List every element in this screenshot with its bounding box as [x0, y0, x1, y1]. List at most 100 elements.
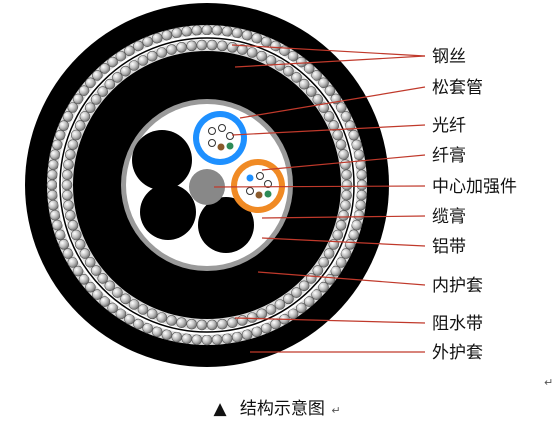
- leader-aluminum-tape: [261, 237, 426, 247]
- steel-wire: [99, 63, 111, 74]
- steel-wire: [231, 331, 243, 343]
- steel-wire: [348, 229, 360, 241]
- steel-wire: [133, 40, 144, 52]
- leader-central-strength-member: [213, 185, 426, 188]
- steel-wire: [92, 289, 103, 300]
- leader-fiber-gel: [261, 154, 426, 171]
- leader-cable-filler: [261, 215, 426, 219]
- steel-wire: [312, 94, 324, 105]
- steel-wire: [283, 65, 294, 77]
- steel-wire: [115, 308, 127, 320]
- steel-wire: [133, 318, 144, 330]
- steel-wire: [261, 36, 272, 48]
- steel-wire: [161, 29, 173, 41]
- steel-wire: [324, 85, 336, 96]
- steel-wire: [335, 102, 347, 113]
- steel-wire: [186, 318, 197, 330]
- steel-wire: [270, 318, 281, 330]
- fiber: [217, 143, 225, 151]
- steel-wire: [227, 317, 238, 328]
- fiber-gel-orange: [237, 165, 279, 207]
- steel-wire: [196, 39, 208, 51]
- steel-wire: [338, 210, 349, 221]
- steel-wire: [318, 256, 330, 268]
- steel-wire: [323, 111, 335, 122]
- steel-wire: [261, 322, 272, 334]
- steel-wire: [305, 86, 317, 97]
- steel-wire: [211, 334, 223, 345]
- steel-wire: [78, 274, 90, 285]
- steel-wire: [63, 159, 74, 170]
- outer-steel-wires: [46, 24, 368, 346]
- steel-wire: [251, 326, 263, 338]
- steel-wire: [112, 72, 123, 83]
- steel-wire: [296, 302, 307, 314]
- steel-wire: [47, 189, 58, 201]
- steel-wire: [287, 50, 299, 62]
- steel-wire: [274, 60, 286, 71]
- steel-wire: [128, 60, 140, 71]
- steel-wire: [335, 139, 347, 150]
- steel-wire: [181, 26, 193, 37]
- paragraph-mark: ↵: [544, 376, 554, 389]
- steel-wire: [237, 44, 248, 55]
- steel-wire: [201, 334, 213, 346]
- steel-wire: [312, 265, 324, 276]
- steel-wire: [62, 189, 73, 201]
- label-central-strength-member: 中心加强件: [432, 177, 517, 197]
- cable-cross-section-diagram: 钢丝 松套管 光纤 纤膏 中心加强件 缆膏 铝带 内护套 阻水带 外护套: [25, 3, 517, 367]
- steel-wire: [70, 129, 82, 141]
- steel-wire: [296, 56, 307, 68]
- steel-wire: [356, 169, 367, 181]
- steel-wire: [146, 308, 158, 320]
- steel-wire: [283, 293, 294, 305]
- steel-wire: [251, 32, 263, 44]
- label-inner-sheath: 内护套: [432, 276, 483, 296]
- steel-wire: [356, 189, 367, 201]
- steel-wire: [84, 256, 96, 268]
- steel-wire: [318, 77, 329, 89]
- filler-rod: [198, 197, 254, 253]
- steel-wire: [67, 220, 79, 231]
- leader-water-blocking-tape: [234, 317, 426, 324]
- steel-wire: [237, 315, 248, 326]
- steel-wire: [348, 129, 360, 141]
- steel-wire: [58, 239, 70, 250]
- steel-wire: [211, 25, 223, 36]
- steel-wire: [124, 313, 135, 325]
- steel-wire: [298, 78, 310, 90]
- steel-wire: [344, 239, 356, 250]
- steel-wire: [323, 248, 335, 259]
- steel-wire: [246, 47, 258, 58]
- steel-wire: [84, 102, 96, 114]
- steel-wire: [186, 40, 197, 52]
- steel-wire: [79, 111, 91, 122]
- fiber: [218, 124, 226, 132]
- steel-wire: [74, 120, 86, 131]
- steel-wire: [355, 199, 366, 211]
- steel-wire: [291, 287, 302, 298]
- steel-wire: [51, 219, 63, 231]
- steel-wire: [107, 56, 118, 68]
- steel-wire: [171, 27, 183, 39]
- label-aluminum-tape: 铝带: [432, 237, 466, 257]
- steel-wire: [151, 326, 163, 338]
- steel-wire: [120, 65, 131, 77]
- steel-wire: [206, 319, 218, 331]
- steel-wire: [61, 179, 73, 191]
- steel-wire: [124, 45, 135, 57]
- steel-wire: [201, 24, 213, 36]
- steel-wire: [58, 120, 70, 131]
- steel-wire: [142, 36, 153, 48]
- label-water-blocking-tape: 阻水带: [432, 314, 483, 334]
- leader-steel-wire-2: [234, 55, 426, 68]
- steel-wire: [128, 299, 140, 310]
- steel-wire: [206, 39, 218, 51]
- steel-wire: [335, 257, 347, 268]
- central-strength-member-rod: [189, 169, 225, 205]
- steel-wire: [181, 333, 193, 344]
- steel-wire: [142, 322, 153, 334]
- steel-wire: [79, 248, 91, 259]
- steel-wire: [332, 229, 344, 241]
- water-blocking-tape-line: [59, 37, 355, 333]
